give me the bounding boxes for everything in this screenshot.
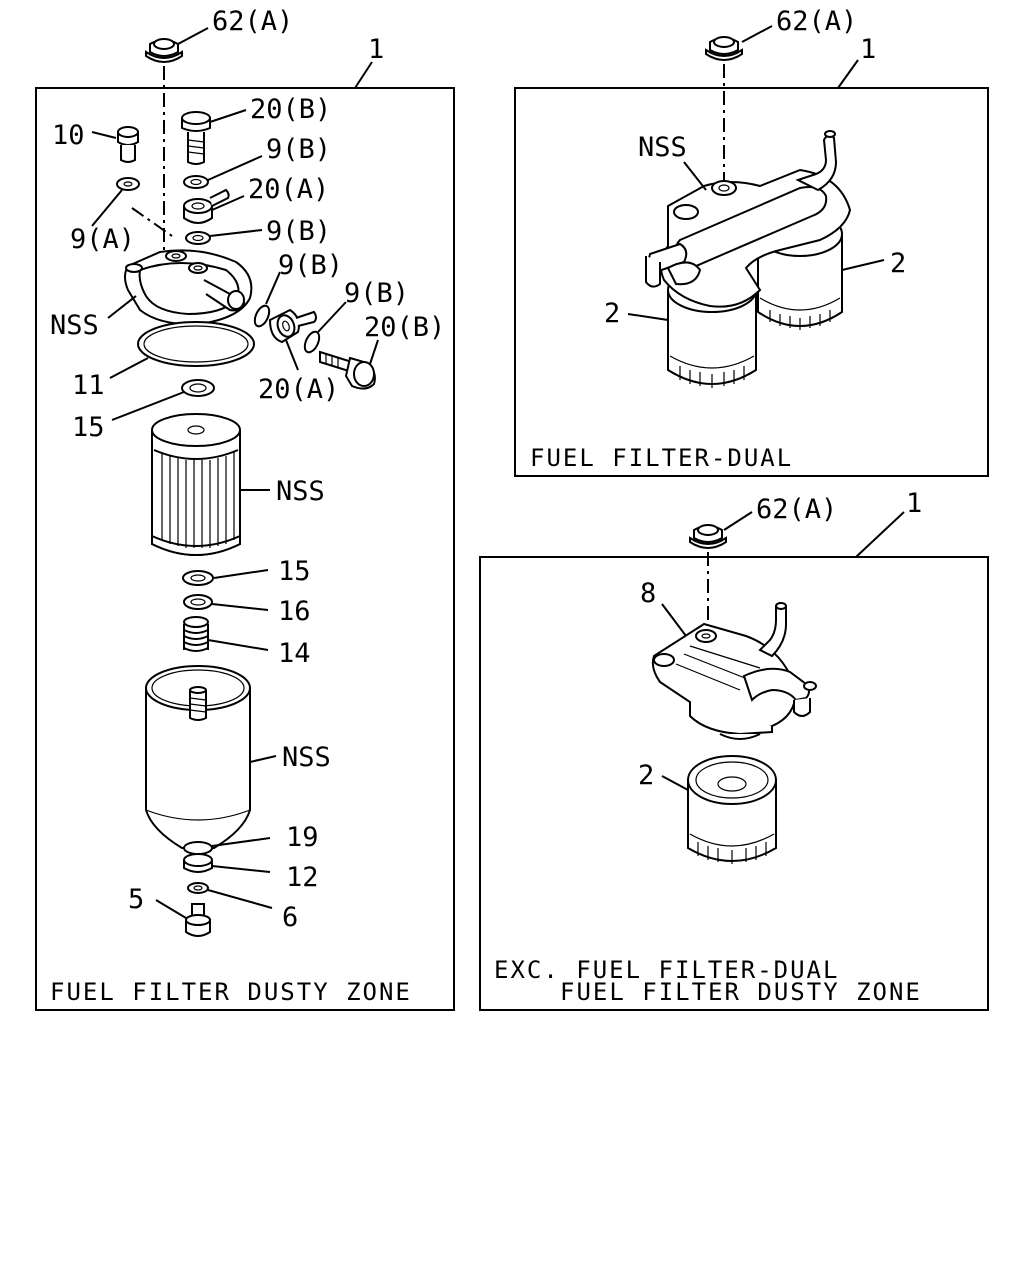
seal-15-bottom [182, 570, 214, 586]
panel-std-caption-line2: FUEL FILTER DUSTY ZONE [560, 978, 922, 1006]
panel-dual-callout: 1 [860, 34, 876, 65]
eye-bolt-20a-top [183, 188, 230, 224]
label-19: 19 [286, 822, 319, 853]
banjo-bolt-20b-top [181, 111, 211, 165]
label-11: 11 [72, 370, 105, 401]
panel-std: 1 62(A) 8 [494, 488, 922, 1006]
label-10: 10 [52, 120, 85, 151]
label-16: 16 [278, 596, 311, 627]
label-2-dual-right: 2 [890, 248, 906, 279]
label-12: 12 [286, 862, 319, 893]
label-2-dual-left: 2 [604, 298, 620, 329]
label-20a-side: 20(A) [258, 374, 339, 405]
spring-14 [183, 616, 209, 652]
dual-filter-head [645, 130, 852, 308]
panel-std-frame [479, 556, 989, 1011]
label-62a-dual: 62(A) [776, 6, 857, 37]
label-9b-1: 9(B) [266, 134, 331, 165]
o-ring-11 [137, 321, 255, 367]
label-20b-top: 20(B) [250, 94, 331, 125]
panel-std-caption-line1: EXC. FUEL FILTER-DUAL [494, 956, 839, 984]
label-2-std: 2 [638, 760, 654, 791]
banjo-bolt-20b-side [319, 350, 376, 390]
seal-15-top [181, 379, 215, 397]
label-20a-top: 20(A) [248, 174, 329, 205]
label-9b-2: 9(B) [266, 216, 331, 247]
label-nss-bowl: NSS [282, 742, 331, 773]
filter-head-8 [651, 602, 817, 740]
flange-nut-62a-dual [705, 36, 743, 61]
label-20b-side: 20(B) [364, 312, 445, 343]
label-6: 6 [282, 902, 298, 933]
ring-16 [183, 594, 213, 610]
label-5: 5 [128, 884, 144, 915]
label-9b-4: 9(B) [344, 278, 409, 309]
plug-10 [117, 126, 139, 163]
panel-left-frame [35, 87, 455, 1011]
label-9a: 9(A) [70, 224, 135, 255]
label-9b-3: 9(B) [278, 250, 343, 281]
filter-bowl [145, 665, 251, 849]
panel-left-caption: FUEL FILTER DUSTY ZONE [50, 978, 412, 1006]
drain-bolt-5 [185, 903, 211, 937]
label-8: 8 [640, 578, 656, 609]
eye-bolt-20a-side [268, 308, 317, 344]
washer-9b-4 [303, 330, 321, 354]
flange-nut-62a-std [689, 524, 727, 549]
washer-9b-3 [253, 304, 271, 328]
washer-9b-1 [183, 175, 209, 189]
washer-6 [187, 882, 209, 894]
label-nss-element: NSS [276, 476, 325, 507]
label-62a-std: 62(A) [756, 494, 837, 525]
flange-nut-62a [145, 38, 183, 63]
filter-element [151, 413, 241, 556]
label-15-bottom: 15 [278, 556, 311, 587]
part-12 [183, 853, 213, 873]
label-15-top: 15 [72, 412, 105, 443]
label-nss-head: NSS [50, 310, 99, 341]
label-14: 14 [278, 638, 311, 669]
panel-dual: 1 62(A) 2 [530, 6, 906, 472]
panel-dual-frame [514, 87, 989, 477]
panel-std-callout: 1 [906, 488, 922, 519]
label-nss-dual: NSS [638, 132, 687, 163]
panel-dual-caption: FUEL FILTER-DUAL [530, 444, 793, 472]
washer-9a [116, 177, 140, 191]
panel-left-callout: 1 [368, 34, 384, 65]
part-19 [183, 841, 213, 855]
panel-left: 1 62(A) 10 9(A) [50, 6, 445, 1006]
filter-head [124, 249, 253, 326]
label-62a-left: 62(A) [212, 6, 293, 37]
cartridge-std [687, 755, 777, 864]
washer-9b-2 [185, 231, 211, 245]
